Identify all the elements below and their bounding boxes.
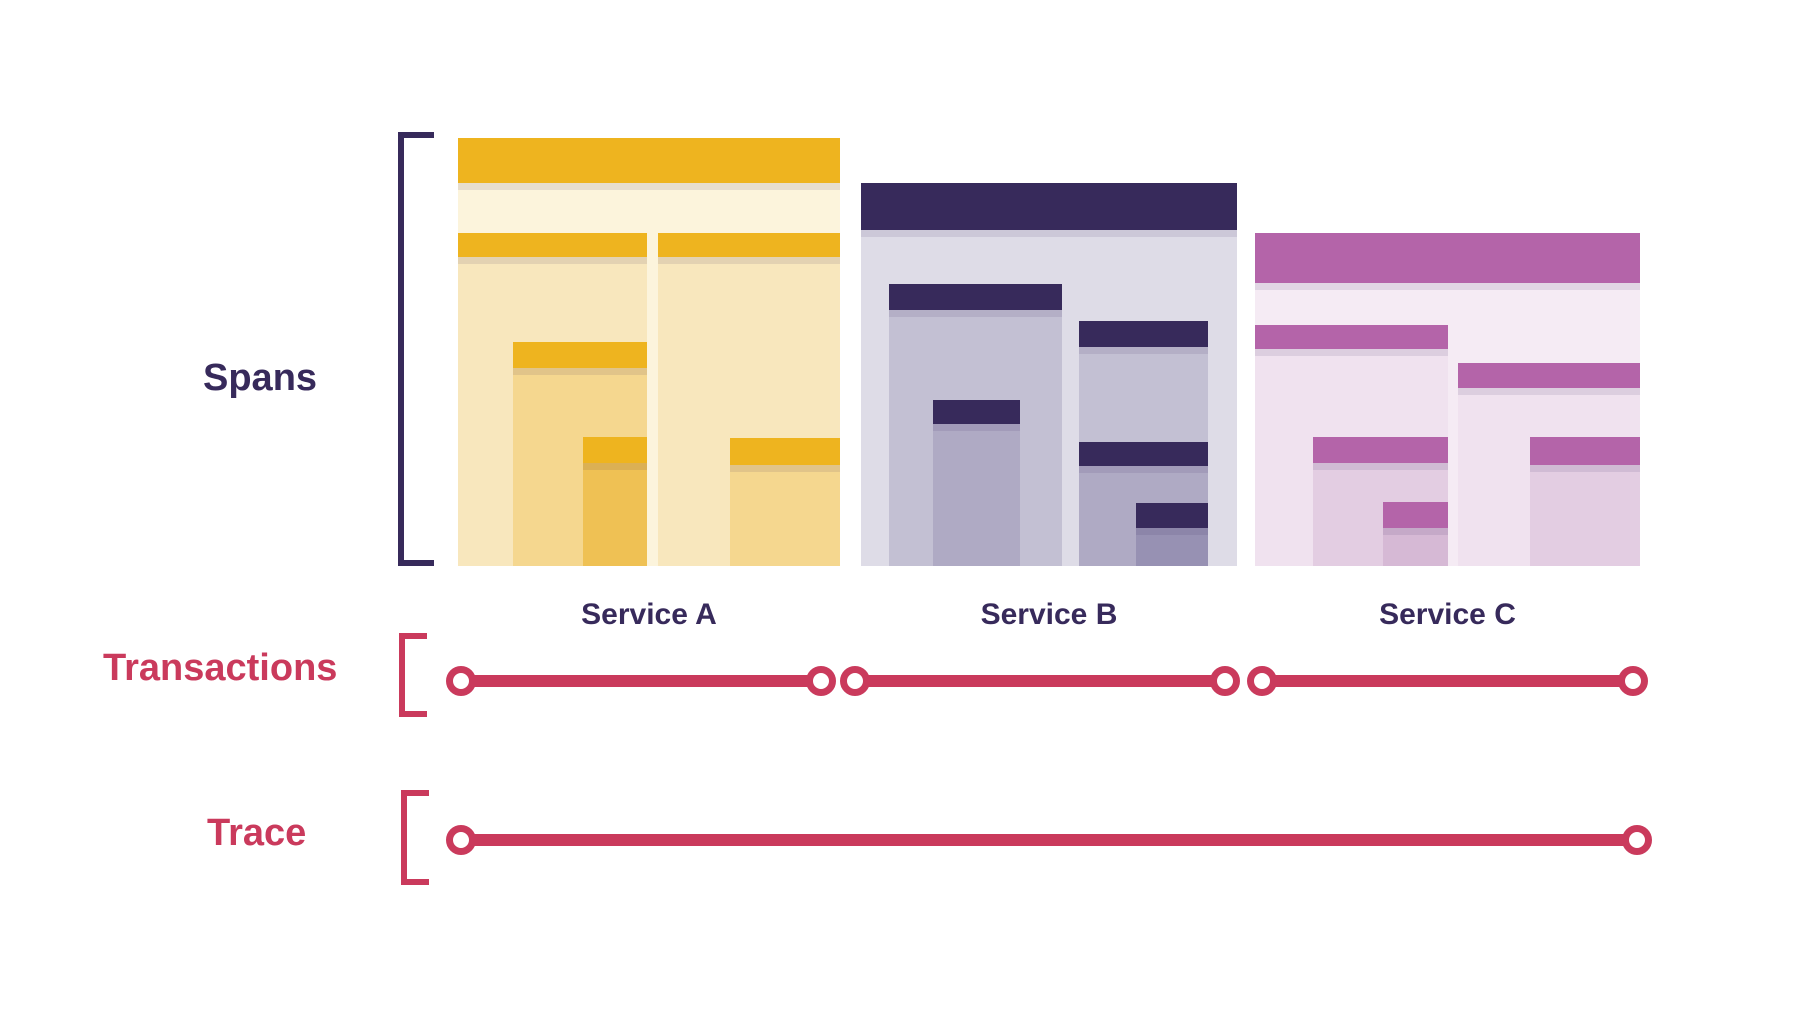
transaction-endpoint bbox=[1247, 666, 1277, 696]
trace-label: Trace bbox=[207, 812, 307, 854]
span-bar bbox=[1458, 363, 1640, 388]
span-bar bbox=[1255, 233, 1640, 283]
transaction-line bbox=[461, 675, 821, 687]
span-bar bbox=[458, 233, 647, 257]
transaction-endpoint bbox=[1210, 666, 1240, 696]
transaction-endpoint bbox=[806, 666, 836, 696]
span-bar bbox=[1079, 321, 1208, 347]
span-bar bbox=[583, 437, 647, 463]
span-bar bbox=[1530, 437, 1640, 465]
trace-endpoint bbox=[1622, 825, 1652, 855]
transaction-endpoint bbox=[840, 666, 870, 696]
span-bar bbox=[861, 183, 1237, 230]
span-bar bbox=[889, 284, 1062, 310]
span-bar bbox=[1079, 442, 1208, 466]
transactions-label: Transactions bbox=[103, 647, 338, 689]
spans-label: Spans bbox=[203, 357, 318, 399]
trace-line bbox=[461, 834, 1637, 846]
span-bar bbox=[458, 138, 840, 183]
span-bar bbox=[513, 342, 647, 368]
span-bar bbox=[1136, 503, 1208, 528]
transactions-bracket bbox=[399, 633, 427, 717]
service-label: Service C bbox=[1379, 598, 1516, 631]
span-bar bbox=[933, 400, 1020, 424]
transaction-line bbox=[855, 675, 1225, 687]
trace-bracket bbox=[401, 790, 429, 885]
span-bar bbox=[1313, 437, 1448, 463]
service-label: Service B bbox=[980, 598, 1118, 631]
span-body bbox=[933, 400, 1020, 566]
span-bar bbox=[1255, 325, 1448, 349]
span-bar bbox=[1383, 502, 1448, 528]
service-label: Service A bbox=[581, 598, 717, 631]
transaction-endpoint bbox=[1618, 666, 1648, 696]
transaction-line bbox=[1262, 675, 1633, 687]
span-bar bbox=[730, 438, 840, 465]
trace-endpoint bbox=[446, 825, 476, 855]
spans-bracket bbox=[398, 132, 434, 566]
span-bar bbox=[658, 233, 840, 257]
transaction-endpoint bbox=[446, 666, 476, 696]
